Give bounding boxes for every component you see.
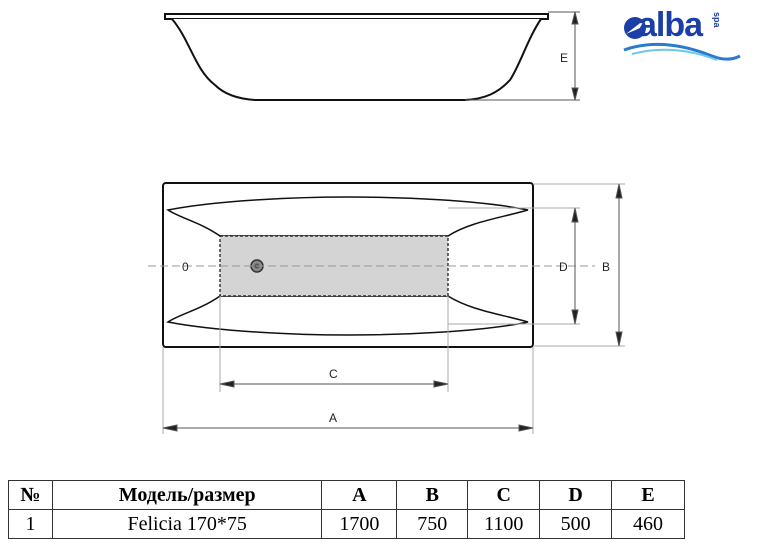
label-D: D: [559, 260, 568, 274]
label-B: B: [602, 260, 610, 274]
header-model: Модель/размер: [51, 480, 323, 510]
dimension-D: [448, 207, 580, 325]
dimensions-table: № Модель/размер A B C D E 1 Felicia 170*…: [8, 480, 685, 539]
cell-number: 1: [8, 509, 53, 539]
dimension-C: [219, 296, 449, 392]
header-number: №: [8, 480, 53, 510]
label-A: A: [329, 411, 337, 425]
dimension-A: [162, 347, 534, 434]
cell-A: 1700: [321, 509, 398, 539]
dimension-B: [533, 183, 625, 347]
header-E: E: [611, 480, 685, 510]
cell-model: Felicia 170*75: [51, 509, 323, 539]
header-B: B: [396, 480, 469, 510]
header-A: A: [321, 480, 398, 510]
top-view: [148, 182, 595, 348]
table-header-row: № Модель/размер A B C D E: [8, 480, 685, 510]
cell-C: 1100: [467, 509, 541, 539]
side-view: [164, 13, 549, 101]
cell-B: 750: [396, 509, 469, 539]
alba-spa-logo: alba spa: [622, 4, 742, 66]
bathtub-technical-drawing: E 0 D B C A: [148, 11, 625, 434]
label-E: E: [560, 51, 568, 65]
cell-E: 460: [611, 509, 685, 539]
dimension-E: [465, 11, 580, 101]
header-D: D: [539, 480, 613, 510]
label-origin: 0: [182, 260, 189, 274]
header-C: C: [467, 480, 541, 510]
table-row: 1 Felicia 170*75 1700 750 1100 500 460: [8, 509, 685, 539]
label-C: C: [329, 367, 338, 381]
cell-D: 500: [539, 509, 613, 539]
